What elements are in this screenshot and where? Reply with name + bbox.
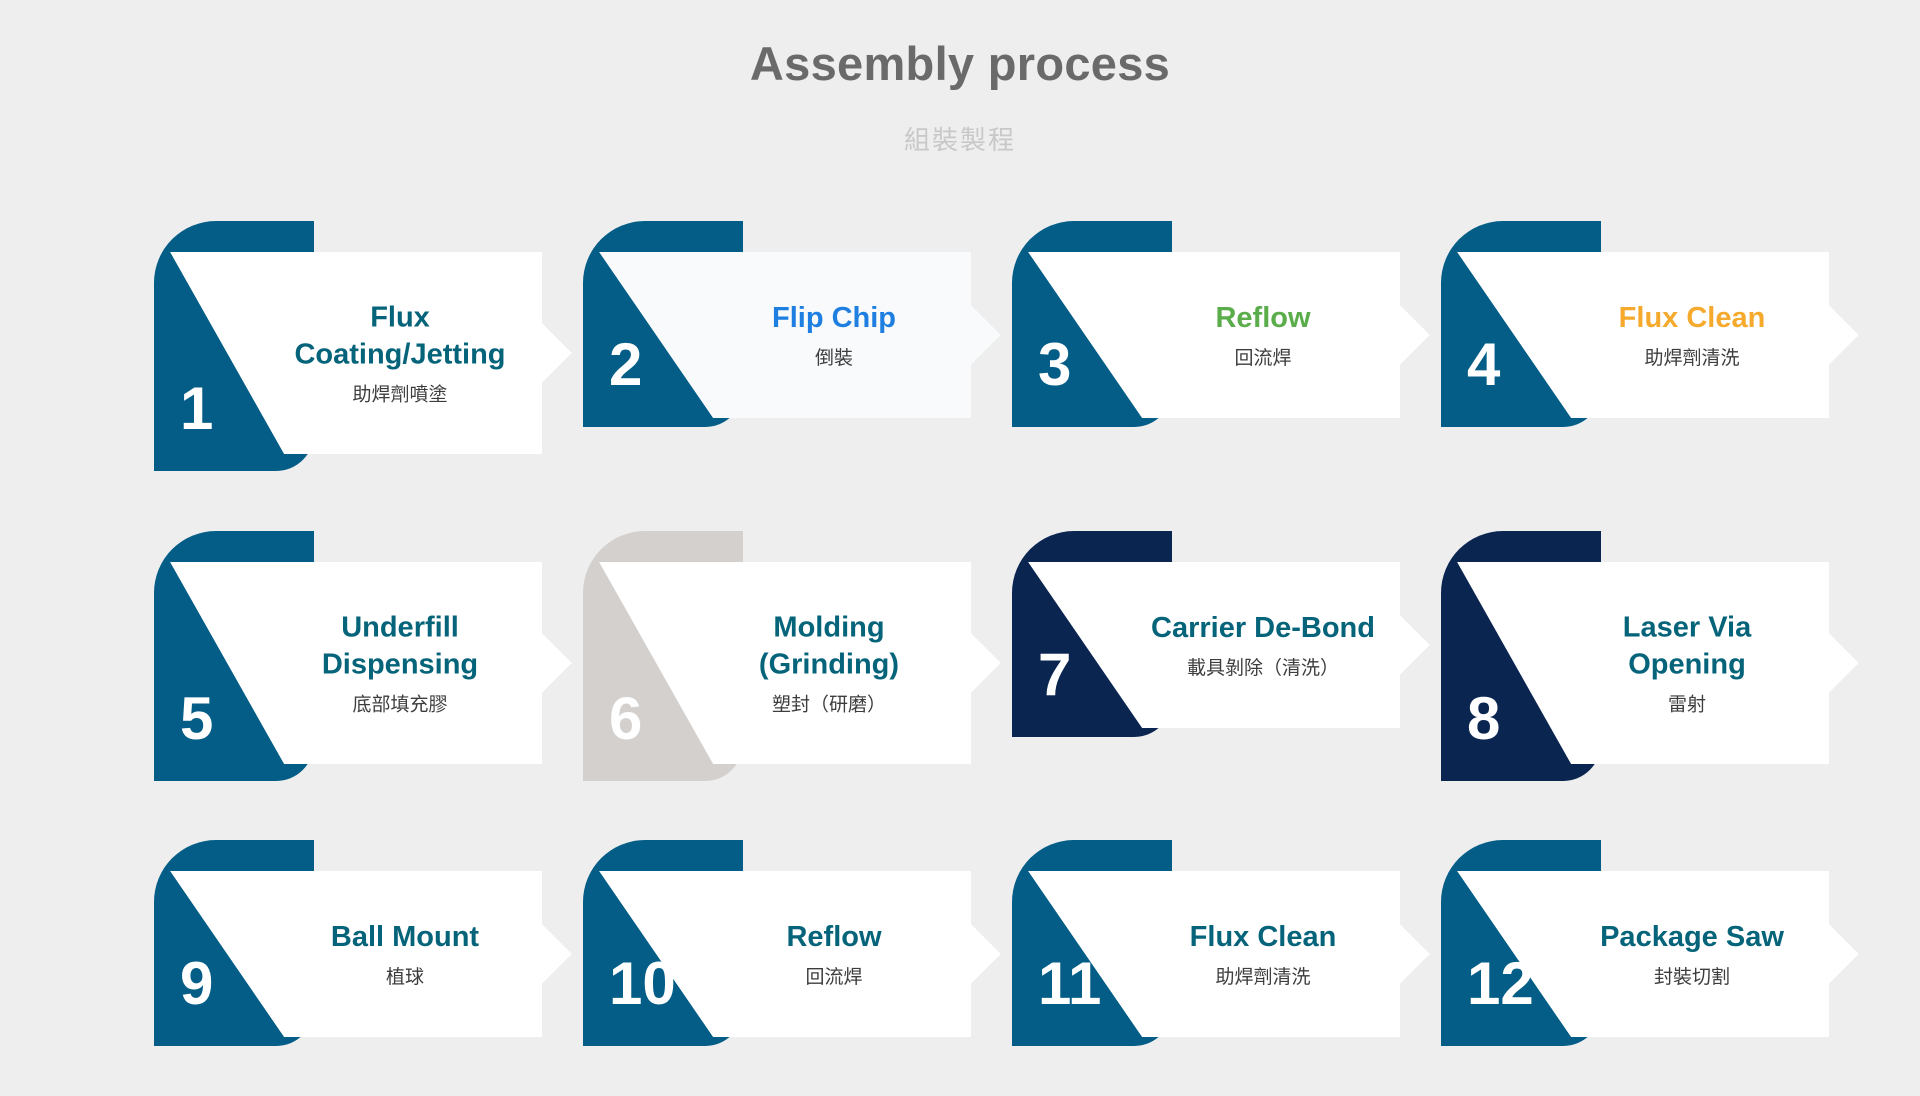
- process-step[interactable]: Ball Mount 植球 9: [154, 840, 574, 1046]
- step-number: 2: [609, 331, 643, 398]
- step-text: Carrier De-Bond 載具剝除（清洗）: [1123, 610, 1403, 680]
- process-step[interactable]: Reflow 回流焊 10: [583, 840, 1003, 1046]
- step-title: Reflow: [1215, 302, 1311, 334]
- step-subtitle: 回流焊: [805, 966, 863, 988]
- step-subtitle: 載具剝除（清洗）: [1186, 657, 1339, 679]
- process-step[interactable]: Laser Via Opening 雷射 8: [1441, 531, 1861, 781]
- process-step[interactable]: Underfill Dispensing 底部填充膠 5: [154, 531, 574, 781]
- page-subtitle: 組裝製程: [903, 125, 1016, 155]
- step-subtitle: 塑封（研磨）: [771, 693, 886, 716]
- step-text: Reflow 回流焊: [694, 919, 974, 989]
- step-text: Laser Via Opening 雷射: [1587, 610, 1787, 717]
- step-subtitle: 回流焊: [1234, 347, 1292, 369]
- step-title: Molding (Grinding): [758, 611, 900, 681]
- step-number: 12: [1467, 950, 1534, 1017]
- step-text: Flip Chip 倒裝: [694, 300, 974, 370]
- step-text: Reflow 回流焊: [1123, 300, 1403, 370]
- step-title: Ball Mount: [330, 921, 480, 953]
- process-step[interactable]: Flux Clean 助焊劑清洗 4: [1441, 221, 1861, 427]
- step-subtitle: 助焊劑噴塗: [352, 383, 448, 406]
- step-number: 1: [180, 375, 214, 442]
- step-text: Ball Mount 植球: [265, 919, 545, 989]
- step-text: Flux Clean 助焊劑清洗: [1123, 919, 1403, 989]
- process-step[interactable]: Reflow 回流焊 3: [1012, 221, 1432, 427]
- step-card: Reflow 回流焊: [599, 871, 1001, 1037]
- step-subtitle: 雷射: [1667, 693, 1706, 716]
- step-subtitle: 助焊劑清洗: [1644, 347, 1740, 369]
- step-text: Flux Clean 助焊劑清洗: [1552, 300, 1832, 370]
- step-text: Underfill Dispensing 底部填充膠: [285, 610, 515, 717]
- process-step[interactable]: Package Saw 封裝切割 12: [1441, 840, 1861, 1046]
- step-text: Flux Coating/Jetting 助焊劑噴塗: [275, 300, 525, 407]
- step-title: Package Saw: [1600, 921, 1784, 953]
- step-card: Reflow 回流焊: [1028, 252, 1430, 418]
- step-title: Laser Via Opening: [1622, 611, 1752, 681]
- process-step[interactable]: Flux Clean 助焊劑清洗 11: [1012, 840, 1432, 1046]
- step-subtitle: 底部填充膠: [352, 693, 448, 716]
- step-subtitle: 倒裝: [814, 347, 853, 369]
- step-title: Carrier De-Bond: [1151, 612, 1375, 644]
- process-step[interactable]: Carrier De-Bond 載具剝除（清洗） 7: [1012, 531, 1432, 737]
- page-title: Assembly process: [749, 37, 1171, 90]
- step-number: 4: [1467, 331, 1501, 398]
- step-text: Molding (Grinding) 塑封（研磨）: [729, 610, 929, 717]
- step-title: Flux Clean: [1189, 921, 1337, 953]
- step-number: 9: [180, 950, 214, 1017]
- step-title: Underfill Dispensing: [321, 611, 479, 681]
- step-number: 8: [1467, 685, 1501, 752]
- step-title: Reflow: [786, 921, 882, 953]
- process-step[interactable]: Flip Chip 倒裝 2: [583, 221, 1003, 427]
- step-number: 5: [180, 685, 214, 752]
- step-title: Flip Chip: [771, 302, 897, 334]
- step-title: Flux Clean: [1618, 302, 1766, 334]
- process-step[interactable]: Flux Coating/Jetting 助焊劑噴塗 1: [154, 221, 574, 471]
- step-card: Package Saw 封裝切割: [1457, 871, 1859, 1037]
- step-number: 3: [1038, 331, 1072, 398]
- step-number: 10: [609, 950, 676, 1017]
- step-number: 6: [609, 685, 643, 752]
- step-subtitle: 植球: [385, 966, 424, 988]
- process-step[interactable]: Molding (Grinding) 塑封（研磨） 6: [583, 531, 1003, 781]
- step-number: 11: [1038, 950, 1102, 1017]
- step-text: Package Saw 封裝切割: [1552, 919, 1832, 989]
- step-subtitle: 助焊劑清洗: [1215, 966, 1311, 988]
- step-number: 7: [1038, 641, 1072, 708]
- step-subtitle: 封裝切割: [1653, 966, 1730, 988]
- step-title: Flux Coating/Jetting: [294, 301, 506, 371]
